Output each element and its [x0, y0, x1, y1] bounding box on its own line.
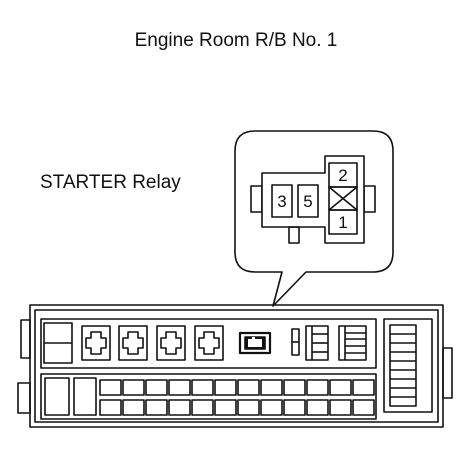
fuse-cell — [260, 399, 283, 416]
fuse-cell — [352, 399, 375, 416]
relay-cavity — [194, 325, 224, 361]
fuse-cell — [329, 399, 352, 416]
relay-cavity — [81, 325, 111, 361]
relay-label: STARTER Relay — [40, 172, 181, 193]
fuse-cell — [168, 399, 191, 416]
pin-label: 5 — [303, 192, 312, 211]
block-left-tab — [17, 382, 31, 414]
fuse-cell — [237, 399, 260, 416]
lower-left-cavity — [44, 377, 70, 416]
starter-relay-location — [238, 331, 272, 355]
fuse-cell — [191, 379, 214, 396]
fuse-cell — [99, 399, 122, 416]
relay-connector — [250, 155, 376, 244]
fuse-cell — [145, 379, 168, 396]
fuse-cell — [122, 379, 145, 396]
pin-cell-5 — [297, 184, 319, 218]
lower-left-cavity — [73, 377, 97, 416]
connector-housing — [261, 155, 365, 244]
fuse-block — [305, 325, 329, 361]
fuse-cell — [306, 379, 329, 396]
fuse-cell — [214, 399, 237, 416]
pin-cell-3 — [271, 184, 293, 218]
fuse-block — [338, 325, 367, 361]
pin-label: 3 — [277, 192, 286, 211]
right-fuse-strip — [383, 318, 433, 413]
fuse-cell — [99, 379, 122, 396]
fuse-cell — [306, 399, 329, 416]
page-title: Engine Room R/B No. 1 — [134, 30, 338, 51]
fuse-cell — [122, 399, 145, 416]
fuse-grid — [99, 379, 375, 416]
blank-cross-line — [328, 186, 358, 211]
fuse-cell — [352, 379, 375, 396]
pin-label: 2 — [338, 166, 347, 185]
block-left-tab — [20, 319, 31, 359]
fuse-cell — [260, 379, 283, 396]
lower-area — [40, 373, 377, 420]
fuse-cell — [168, 379, 191, 396]
upper-area — [40, 318, 377, 369]
pin-cell-1 — [328, 209, 358, 235]
fuse-cell — [237, 379, 260, 396]
fuse-cell — [145, 399, 168, 416]
block-right-tab — [442, 347, 453, 399]
relay-block — [17, 304, 453, 428]
block-inner-outline — [34, 309, 439, 423]
relay-cavity — [118, 325, 148, 361]
fuse-cell — [283, 399, 306, 416]
fuse-cell — [191, 399, 214, 416]
fuse-cell — [214, 379, 237, 396]
fuse-cell — [329, 379, 352, 396]
fuse-cell — [283, 379, 306, 396]
pin-label: 1 — [338, 213, 347, 232]
relay-cavity — [156, 325, 186, 361]
connector-key — [288, 226, 300, 244]
